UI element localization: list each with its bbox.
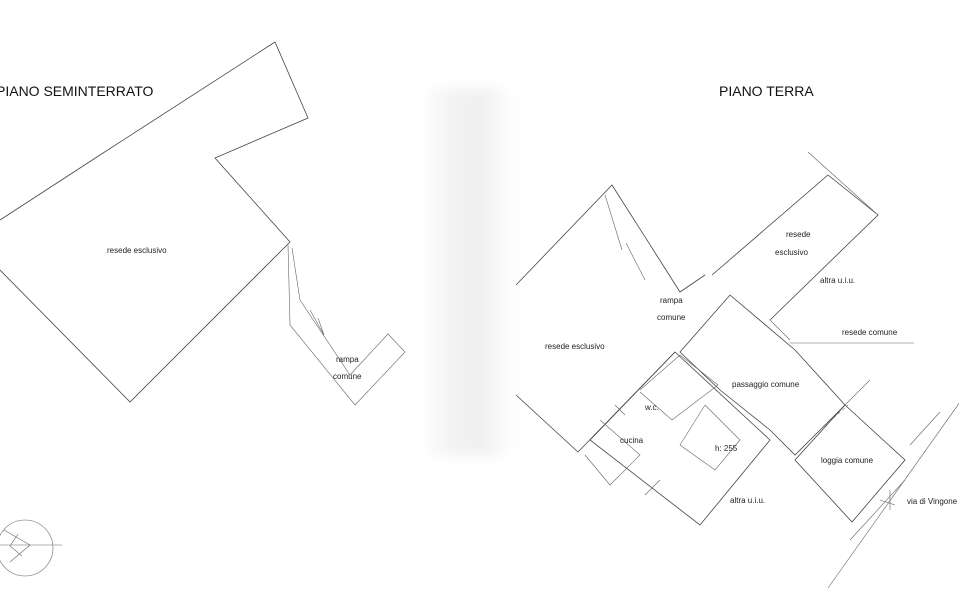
label-altra-uiu-bottom: altra u.i.u.	[730, 496, 765, 505]
resede-esclusivo-right-outline	[515, 184, 706, 293]
label-comune-right: comune	[657, 313, 686, 322]
label-height: h: 255	[715, 444, 738, 453]
label-wc: w.c.	[644, 403, 659, 412]
ramp-arrow-left	[309, 309, 325, 336]
cucina-room	[584, 419, 641, 486]
apartment-outline	[589, 351, 771, 526]
label-via: via di Vingone	[907, 497, 958, 506]
label-rampa-right: rampa	[660, 296, 683, 305]
north-arrow-icon	[0, 519, 62, 577]
room-h255	[679, 404, 741, 471]
passaggio-comune-outline	[679, 294, 846, 456]
wc-room	[639, 354, 719, 421]
label-cucina: cucina	[620, 436, 644, 445]
terra-plan	[515, 151, 959, 589]
blurred-strip	[420, 88, 516, 456]
label-passaggio-comune: passaggio comune	[732, 380, 800, 389]
label-resede-comune: resede comune	[842, 328, 898, 337]
label-esclusivo-top: esclusivo	[775, 248, 808, 257]
via-line-right	[827, 402, 959, 589]
title-terra: PIANO TERRA	[719, 83, 814, 99]
label-altra-uiu-top: altra u.i.u.	[820, 276, 855, 285]
label-resede-esclusivo-left: resede esclusivo	[107, 246, 167, 255]
resede-esclusivo-left-outline	[0, 41, 309, 403]
label-rampa-left: rampa	[336, 355, 359, 364]
ramp-left-outline	[287, 244, 406, 406]
label-resede-esclusivo-right: resede esclusivo	[545, 342, 605, 351]
title-seminterrato: PIANO SEMINTERRATO	[0, 83, 154, 99]
seminterrato-plan	[0, 41, 406, 406]
loggia-comune-outline	[794, 404, 906, 523]
label-loggia-comune: loggia comune	[821, 456, 874, 465]
ramp-arrow-right	[625, 242, 646, 281]
label-resede-top: resede	[786, 230, 811, 239]
label-comune-left: comune	[333, 372, 362, 381]
resede-esclusivo-top-outline	[711, 174, 879, 321]
